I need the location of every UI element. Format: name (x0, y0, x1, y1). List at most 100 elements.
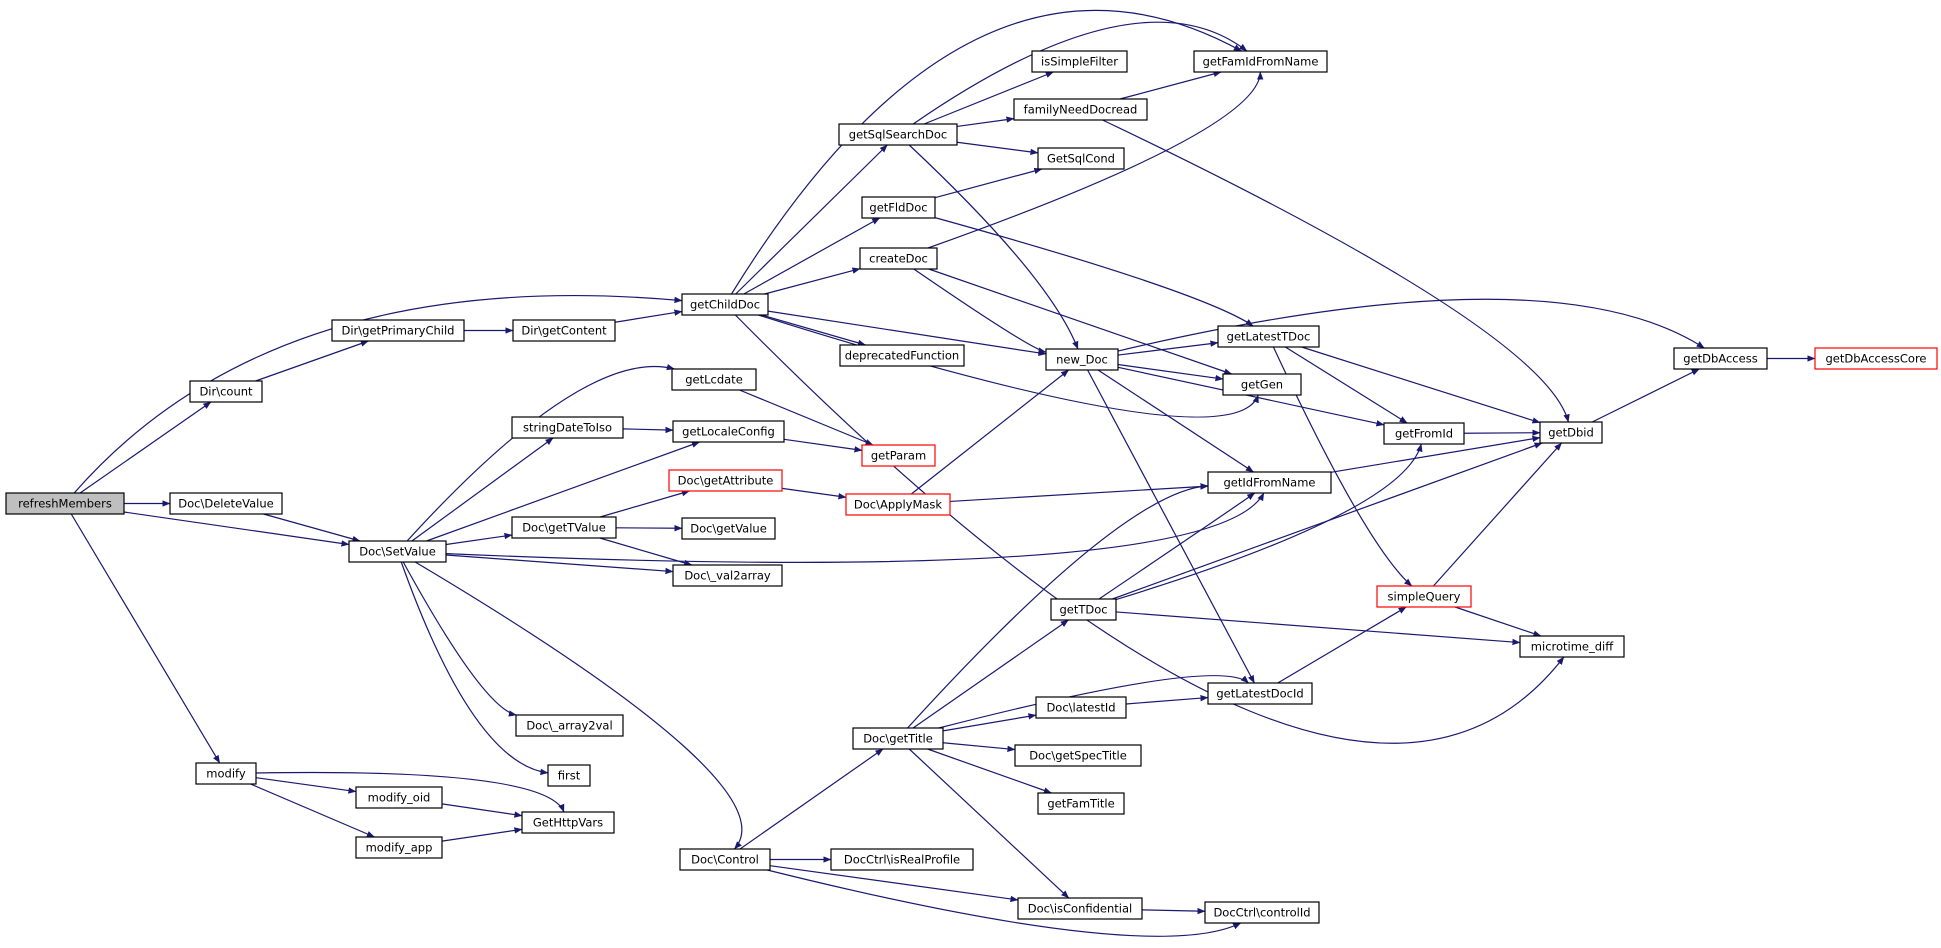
node-getchilddoc[interactable]: getChildDoc (681, 293, 769, 316)
edge-getfromid-to-getdbid (1463, 429, 1541, 436)
node-modify_oid[interactable]: modify_oid (355, 786, 443, 809)
node-getflddoc[interactable]: getFldDoc (861, 196, 936, 219)
node-getgen[interactable]: getGen (1222, 373, 1302, 396)
node-refreshMembers[interactable]: refreshMembers (5, 492, 125, 515)
node-getsqlcond[interactable]: GetSqlCond (1037, 147, 1125, 170)
node-docctrl_controlid[interactable]: DocCtrl\controlId (1204, 901, 1320, 924)
edge-line (1277, 606, 1407, 684)
node-dir_getprimarychild[interactable]: Dir\getPrimaryChild (331, 319, 465, 342)
node-getfamidfromname[interactable]: getFamIdFromName (1193, 50, 1328, 73)
node-label: refreshMembers (18, 497, 112, 511)
node-doc_applymask[interactable]: Doc\ApplyMask (845, 493, 951, 516)
node-label: getGen (1241, 378, 1283, 392)
node-doc_gettitle[interactable]: Doc\getTitle (852, 727, 944, 750)
node-label: getTDoc (1059, 603, 1107, 617)
node-box (830, 848, 974, 871)
edge-getdbid-to-getdbaccess (1591, 368, 1700, 423)
node-dir_getcontent[interactable]: Dir\getContent (512, 319, 616, 342)
node-stringdatetoiso[interactable]: stringDateToIso (511, 416, 624, 439)
node-getdbid[interactable]: getDbid (1539, 421, 1603, 444)
node-label: modify_app (366, 841, 433, 855)
edge-simplequery-to-microtime_diff (1454, 606, 1542, 637)
node-label: DocCtrl\isRealProfile (844, 853, 960, 867)
node-microtime_diff[interactable]: microtime_diff (1519, 635, 1625, 658)
edge-line (949, 483, 1209, 503)
node-getlcdate[interactable]: getLcdate (671, 368, 757, 391)
edge-line (1285, 346, 1408, 424)
edge-line (1119, 70, 1222, 100)
edge-stringdatetoiso-to-getlocaleconfig (622, 426, 674, 434)
node-doc_isconfidential[interactable]: Doc\isConfidential (1017, 897, 1143, 920)
node-label: modify (206, 767, 246, 781)
node-doc_array2val[interactable]: Doc\_array2val (515, 714, 624, 737)
node-issimplefilter[interactable]: isSimpleFilter (1031, 50, 1128, 73)
edge-modify_oid-to-gethttpvars (441, 803, 523, 818)
node-doc_gettvalue[interactable]: Doc\getTValue (511, 516, 617, 539)
node-doc_setvalue[interactable]: Doc\SetValue (348, 540, 447, 563)
node-getparam[interactable]: getParam (861, 444, 936, 467)
node-box (1204, 901, 1320, 924)
edge-doc_setvalue-to-getidfromname (445, 492, 1265, 563)
node-getlocaleconfig[interactable]: getLocaleConfig (672, 420, 785, 443)
node-doc_deletevalue[interactable]: Doc\DeleteValue (169, 492, 283, 515)
node-first[interactable]: first (547, 764, 591, 787)
node-simplequery[interactable]: simpleQuery (1376, 585, 1472, 608)
edge-line (426, 441, 700, 542)
node-createdoc[interactable]: createDoc (859, 247, 938, 270)
node-label: Doc\latestId (1046, 701, 1115, 715)
node-dir_count[interactable]: Dir\count (189, 380, 263, 403)
node-label: getParam (871, 449, 926, 463)
edge-line (938, 675, 1249, 729)
node-getlatesttdoc[interactable]: getLatestTDoc (1217, 325, 1320, 348)
node-box (1031, 50, 1128, 73)
edge-doc_gettitle-to-doc_getspectitle (942, 742, 1016, 753)
node-label: Doc\getTValue (522, 521, 606, 535)
edge-refreshMembers-to-modify (70, 513, 221, 764)
node-label: Doc\isConfidential (1028, 902, 1132, 916)
node-doc_getvalue[interactable]: Doc\getValue (681, 517, 776, 540)
node-getfromid[interactable]: getFromId (1383, 422, 1465, 445)
edge-modify-to-modify_app (250, 783, 375, 838)
node-box (852, 727, 944, 750)
node-getdbaccess[interactable]: getDbAccess (1673, 347, 1768, 370)
edge-doc_gettitle-to-getlatestdocid (938, 675, 1249, 729)
edge-line (1102, 119, 1570, 423)
node-new_doc[interactable]: new_Doc (1045, 348, 1119, 371)
node-label: DocCtrl\controlId (1213, 906, 1310, 920)
edge-modify-to-modify_oid (255, 777, 357, 794)
edge-line (599, 490, 690, 518)
node-modify[interactable]: modify (195, 762, 257, 785)
node-box (1045, 348, 1119, 371)
node-doc_control[interactable]: Doc\Control (679, 848, 771, 871)
node-getlatestdocid[interactable]: getLatestDocId (1207, 682, 1313, 705)
node-docctrl_isrealprofile[interactable]: DocCtrl\isRealProfile (830, 848, 974, 871)
edge-line (599, 537, 693, 566)
edge-line (1463, 429, 1541, 436)
node-getdbaccesscore[interactable]: getDbAccessCore (1814, 347, 1938, 370)
node-box (668, 469, 783, 492)
edge-line (411, 437, 554, 542)
edge-line (912, 21, 1248, 125)
node-gethttpvars[interactable]: GetHttpVars (521, 811, 615, 834)
node-box (331, 319, 465, 342)
node-doc_getspectitle[interactable]: Doc\getSpecTitle (1014, 744, 1142, 767)
node-gettdoc[interactable]: getTDoc (1050, 598, 1117, 621)
edge-line (739, 389, 874, 446)
node-doc_val2array[interactable]: Doc\_val2array (672, 564, 783, 587)
edge-line (1454, 606, 1542, 637)
node-box (859, 247, 938, 270)
edge-new_doc-to-getdbaccess (1117, 298, 1705, 352)
edge-line (927, 71, 1264, 249)
edge-line (739, 748, 884, 850)
node-deprecatedfunction[interactable]: deprecatedFunction (839, 344, 965, 367)
node-familyneeddocread[interactable]: familyNeedDocread (1013, 98, 1148, 121)
node-getsqlsearchdoc[interactable]: getSqlSearchDoc (838, 123, 958, 146)
node-modify_app[interactable]: modify_app (355, 836, 443, 859)
edge-line (614, 309, 683, 323)
node-doc_getattribute[interactable]: Doc\getAttribute (668, 469, 783, 492)
node-label: Doc\getAttribute (678, 474, 774, 488)
node-getidfromname[interactable]: getIdFromName (1207, 471, 1332, 494)
node-doc_latestid[interactable]: Doc\latestId (1035, 696, 1127, 719)
node-getfamtitle[interactable]: getFamTitle (1037, 792, 1125, 815)
